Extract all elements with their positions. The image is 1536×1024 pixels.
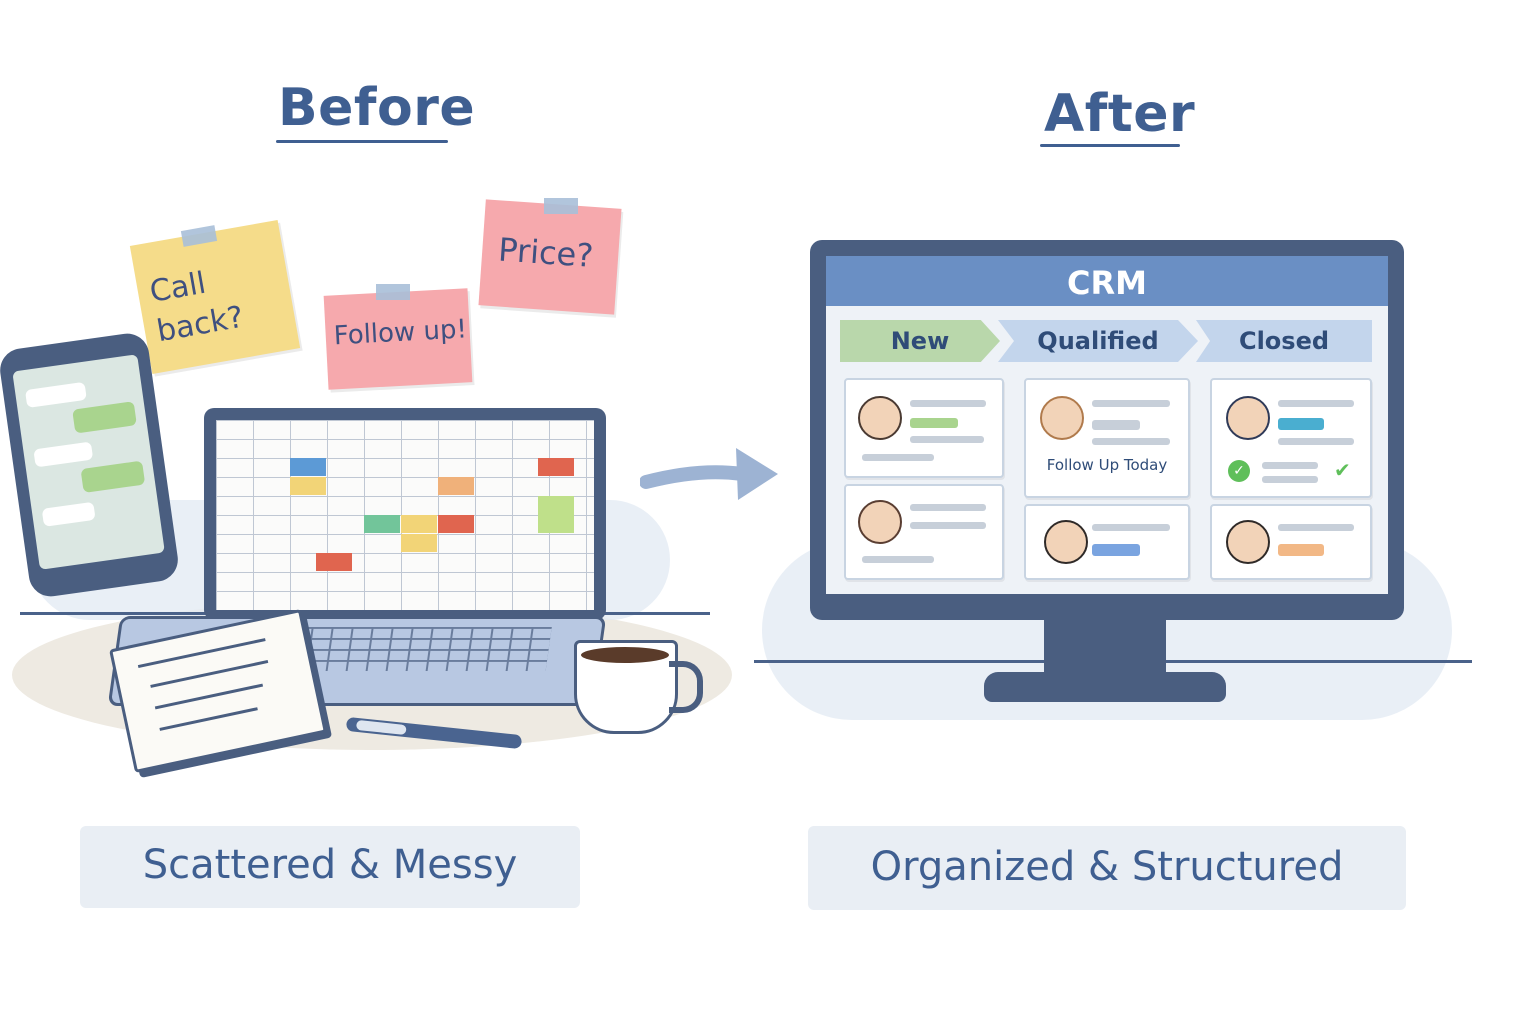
after-caption-box: Organized & Structured [808, 826, 1406, 910]
before-caption-box: Scattered & Messy [80, 826, 580, 908]
before-heading-underline [276, 140, 448, 143]
laptop-screen-frame [204, 408, 606, 620]
stage-new[interactable]: New [840, 320, 1000, 362]
scribble [154, 683, 264, 710]
cell-yellow [290, 477, 326, 495]
before-heading: Before [278, 78, 476, 138]
avatar [1040, 396, 1084, 440]
avatar [1226, 520, 1270, 564]
text-line [1092, 524, 1170, 531]
text-line [1262, 462, 1318, 469]
text-line [862, 556, 934, 563]
cell-yellow [401, 534, 437, 552]
chat-bubble [41, 501, 96, 527]
scribble [159, 707, 258, 731]
tape-icon [376, 284, 410, 300]
cell-orange [438, 477, 474, 495]
text-line [862, 454, 934, 461]
tape-icon [544, 198, 578, 214]
text-line [910, 522, 986, 529]
tag-line [1092, 544, 1140, 556]
avatar [1044, 520, 1088, 564]
text-line [1278, 524, 1354, 531]
text-line [1278, 438, 1354, 445]
arrow-right-icon [640, 448, 778, 500]
crm-header: CRM [826, 256, 1388, 306]
sticky-note-call-back: Call back? [129, 219, 301, 375]
tag-line [1278, 544, 1324, 556]
tag-line [910, 418, 958, 428]
cell-yellow [401, 515, 437, 533]
chat-bubble [72, 401, 137, 434]
avatar [1226, 396, 1270, 440]
text-line [910, 436, 984, 443]
chat-bubble [24, 381, 87, 409]
coffee-cup-icon [574, 640, 703, 734]
avatar [858, 396, 902, 440]
note-price-text: Price? [497, 230, 595, 275]
after-heading-underline [1040, 144, 1180, 147]
chat-bubble [33, 441, 94, 468]
sticky-note-follow-up: Follow up! [323, 288, 473, 390]
text-line [1278, 400, 1354, 407]
tag-line [1278, 418, 1324, 430]
text-line [910, 400, 986, 407]
note-call-back-text: Call back? [147, 265, 247, 350]
stage-closed[interactable]: Closed [1196, 320, 1372, 362]
crm-title: CRM [1067, 264, 1147, 302]
cell-red [438, 515, 474, 533]
lead-card[interactable]: ✓ ✔ [1210, 378, 1372, 498]
coffee [581, 647, 669, 663]
cell-green [364, 515, 400, 533]
check-circle-icon: ✓ [1228, 460, 1250, 482]
lead-card[interactable] [1024, 504, 1190, 580]
lead-card[interactable] [844, 484, 1004, 580]
text-line [1092, 438, 1170, 445]
scribble [150, 660, 269, 688]
chat-bubble [80, 460, 146, 493]
avatar [858, 500, 902, 544]
text-line [1262, 476, 1318, 483]
cell-lime [538, 496, 574, 533]
lead-card[interactable] [1210, 504, 1372, 580]
monitor-stand [1044, 618, 1166, 682]
text-line [910, 504, 986, 511]
note-follow-up-text: Follow up! [332, 314, 468, 352]
check-mark-icon: ✔ [1334, 458, 1351, 482]
after-caption: Organized & Structured [870, 844, 1344, 890]
cell-blue [290, 458, 326, 476]
phone-screen [12, 354, 165, 570]
cell-red [538, 458, 574, 476]
follow-up-label: Follow Up Today [1046, 456, 1168, 474]
cup-handle [669, 661, 703, 713]
lead-card[interactable] [844, 378, 1004, 478]
before-caption: Scattered & Messy [142, 842, 518, 888]
lead-card[interactable]: Follow Up Today [1024, 378, 1190, 498]
text-line [1092, 400, 1170, 407]
after-heading: After [1044, 84, 1196, 144]
monitor-base [984, 672, 1226, 702]
stage-qualified[interactable]: Qualified [998, 320, 1198, 362]
spreadsheet [216, 420, 594, 610]
text-line [1092, 420, 1140, 430]
cell-red [316, 553, 352, 571]
sticky-note-price: Price? [478, 199, 622, 315]
